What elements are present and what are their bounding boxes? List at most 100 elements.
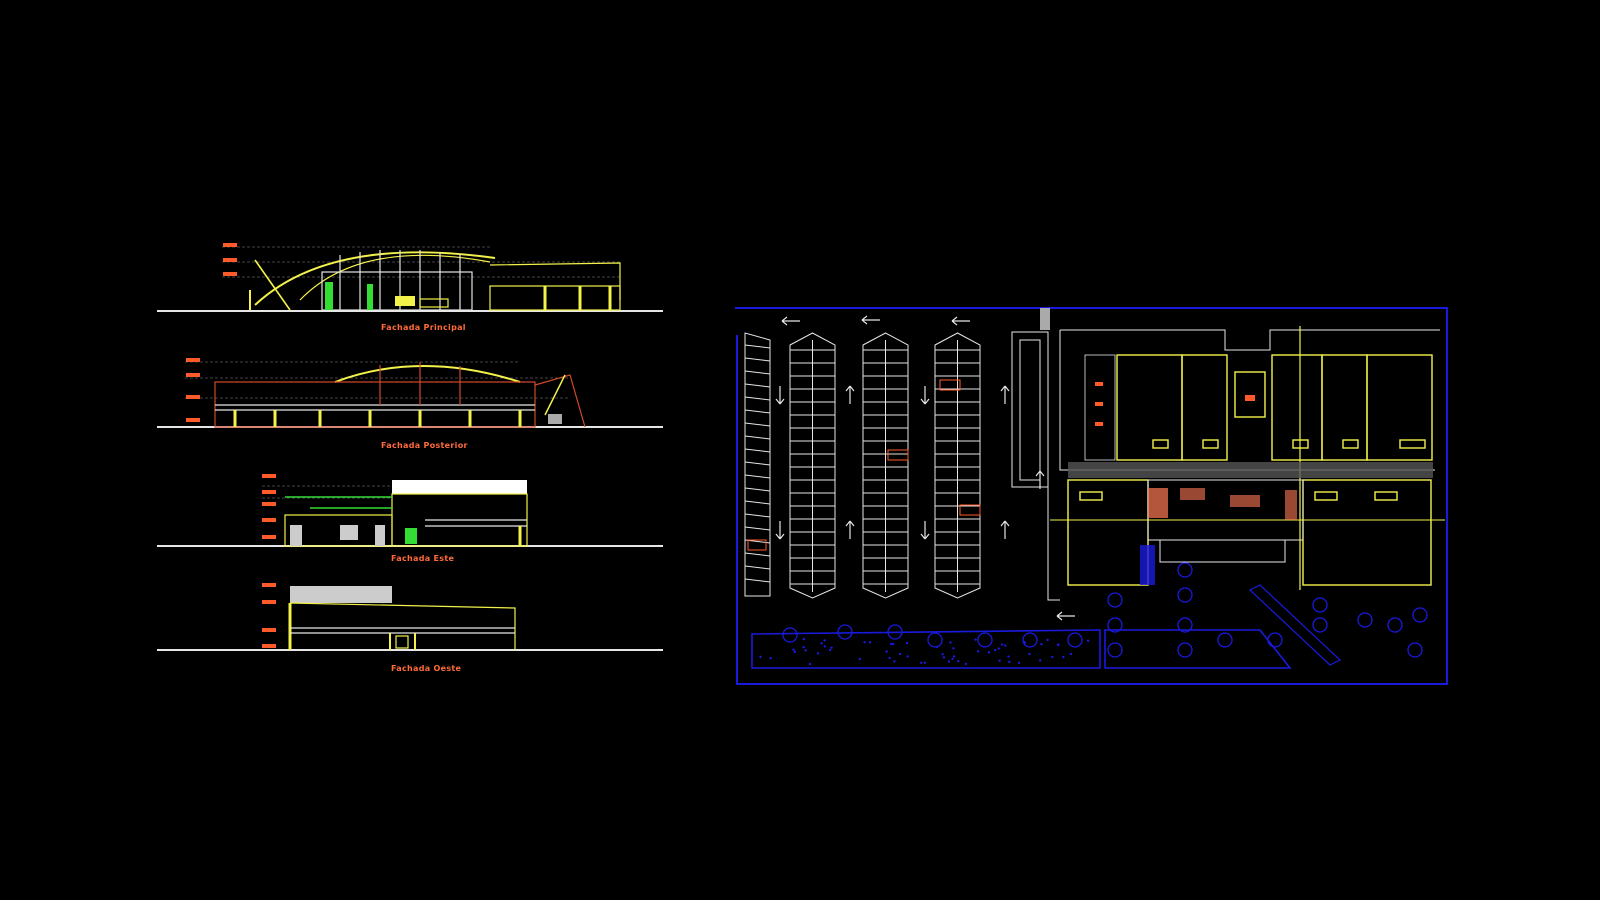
tree-symbol <box>838 625 852 639</box>
elevation-posterior <box>157 358 663 427</box>
elevation-oeste <box>157 583 663 650</box>
planting-dot <box>885 650 887 652</box>
planting-dot <box>1040 643 1042 645</box>
planting-dot <box>892 643 894 645</box>
planting-dot <box>1007 655 1009 657</box>
parking-double-row <box>935 333 980 598</box>
planting-dot <box>805 649 807 651</box>
parking-double-row <box>790 333 835 598</box>
planting-dot <box>869 641 871 643</box>
planting-dot <box>1039 659 1041 661</box>
planting-dot <box>859 658 861 660</box>
caption-fachada-este: Fachada Este <box>391 554 454 563</box>
tree-symbol <box>1178 588 1192 602</box>
planting-dot <box>977 650 979 652</box>
arrow-up-icon <box>1001 386 1009 404</box>
planting-bed <box>752 630 1100 668</box>
planting-dot <box>830 647 832 649</box>
arrow-up-icon <box>846 521 854 539</box>
planting-dot <box>941 653 943 655</box>
elevation-principal <box>157 243 663 311</box>
site-boundary <box>735 308 1447 684</box>
arrow-down-icon <box>776 386 784 404</box>
roof-block <box>392 480 527 494</box>
parking-double-row <box>863 333 908 598</box>
tree-symbol <box>1108 643 1122 657</box>
planting-dot <box>863 641 865 643</box>
planting-dot <box>1028 653 1030 655</box>
planting-dot <box>952 647 954 649</box>
tree-symbol <box>1178 643 1192 657</box>
planting-dot <box>936 646 938 648</box>
traffic-arrows <box>776 316 1075 620</box>
planting-dot <box>794 651 796 653</box>
planting-dot <box>888 657 890 659</box>
caption-fachada-posterior: Fachada Posterior <box>381 441 468 450</box>
planting-dot <box>1004 644 1006 646</box>
tree-symbol <box>1268 633 1282 647</box>
planting-dot <box>1024 641 1026 643</box>
parking-row <box>745 333 770 596</box>
planting-dot <box>943 656 945 658</box>
tree-symbol <box>1068 633 1082 647</box>
arrow-down-icon <box>921 386 929 404</box>
planting-dot <box>998 660 1000 662</box>
planting-dot <box>770 657 772 659</box>
roof-block <box>290 586 392 603</box>
tree-symbol <box>1178 563 1192 577</box>
tree-symbol <box>1313 618 1327 632</box>
planting-dot <box>817 652 819 654</box>
planting-dot <box>1062 656 1064 658</box>
planting-dot <box>957 660 959 662</box>
arrow-left-icon <box>952 317 970 325</box>
planting-dot <box>1008 661 1010 663</box>
planting-dot <box>953 655 955 657</box>
building-footprint <box>1050 326 1445 590</box>
caption-fachada-principal: Fachada Principal <box>381 323 466 332</box>
site-plan <box>735 308 1447 684</box>
tree-symbols <box>759 563 1427 665</box>
arrow-left-icon <box>782 317 800 325</box>
level-tag <box>223 243 237 247</box>
planting-dot <box>829 649 831 651</box>
arrow-down-icon <box>776 521 784 539</box>
planting-dot <box>899 653 901 655</box>
planting-dot <box>820 642 822 644</box>
arrow-left-icon <box>1057 612 1075 620</box>
planting-dot <box>1057 644 1059 646</box>
planting-dot <box>759 656 761 658</box>
planting-dot <box>1070 653 1072 655</box>
arrow-up-icon <box>1001 521 1009 539</box>
planting-dot <box>906 642 908 644</box>
planting-dot <box>988 651 990 653</box>
planting-dot <box>948 660 950 662</box>
planting-dot <box>824 645 826 647</box>
tree-symbol <box>928 633 942 647</box>
tree-symbol <box>1358 613 1372 627</box>
arrow-down-icon <box>921 521 929 539</box>
planting-dot <box>802 646 804 648</box>
level-tag <box>223 258 237 262</box>
arrow-up-icon <box>846 386 854 404</box>
planting-dot <box>997 647 999 649</box>
planting-dot <box>949 641 951 643</box>
tree-symbol <box>978 633 992 647</box>
arrow-left-icon <box>862 316 880 324</box>
planting-dot <box>906 655 908 657</box>
caption-fachada-oeste: Fachada Oeste <box>391 664 461 673</box>
planting-dot <box>994 649 996 651</box>
planting-dot <box>1087 640 1089 642</box>
planting-bed <box>1105 630 1290 668</box>
planting-dot <box>951 658 953 660</box>
planting-dot <box>809 663 811 665</box>
planting-dot <box>823 639 825 641</box>
elevation-este <box>157 474 663 546</box>
planting-dot <box>893 660 895 662</box>
tree-symbol <box>1408 643 1422 657</box>
tree-symbol <box>1218 633 1232 647</box>
tree-symbol <box>1108 593 1122 607</box>
tree-symbol <box>1413 608 1427 622</box>
planting-dot <box>1001 643 1003 645</box>
tree-symbol <box>1313 598 1327 612</box>
